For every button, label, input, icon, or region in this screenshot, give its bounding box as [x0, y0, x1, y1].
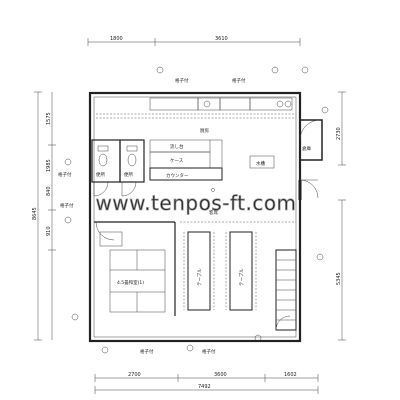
- dim-top-left: 1800: [110, 36, 123, 42]
- axis-markers-right: [316, 106, 329, 261]
- dim-right-segment: 2730: [336, 127, 342, 140]
- kitchen-equipment: [96, 97, 296, 119]
- dim-top-right: 3610: [215, 36, 228, 42]
- dim-bottom-mid: 3600: [214, 372, 227, 378]
- tatami-room-label: 4.5畳和室(1): [117, 279, 144, 286]
- toilet-block: 便所 便所: [91, 139, 145, 197]
- lattice-bottom-2: 格子付: [202, 348, 216, 355]
- axis-markers-top: [156, 66, 309, 74]
- counter-area: 流し台 ケース カウンター: [149, 139, 223, 181]
- outer-walls: [88, 91, 323, 343]
- right-dimensions: 2730 5345: [336, 91, 346, 341]
- dining-area: 客席 テーブル テーブル: [94, 188, 296, 316]
- toilet-2-label: 便所: [124, 171, 133, 178]
- tatami-room: 4.5畳和室(1): [95, 221, 166, 313]
- left-dimensions: 8645 1575 1985 840 910: [32, 91, 56, 341]
- lattice-top-2: 格子付: [232, 77, 246, 84]
- dim-left-mark-c: 910: [46, 226, 52, 236]
- water-tank-label: 水槽: [256, 160, 265, 167]
- dim-bottom-total: 7492: [198, 384, 211, 390]
- floor-area-label: 客席: [209, 209, 218, 216]
- lattice-top-1: 格子付: [175, 77, 189, 84]
- axis-markers-left: [64, 158, 79, 321]
- entrance-door: [298, 179, 319, 200]
- bottom-dimensions: 2700 3600 1602 7492: [94, 372, 319, 394]
- top-dimensions: 1800 3610: [87, 36, 301, 46]
- counter-label: カウンター: [166, 172, 189, 179]
- lattice-left-2: 格子付: [60, 202, 74, 209]
- table-2-label: テーブル: [238, 268, 245, 286]
- kitchen-label: 厨房: [200, 127, 209, 134]
- dim-left-mark-a: 1985: [46, 159, 52, 172]
- lattice-left-1: 格子付: [58, 171, 72, 178]
- lattice-bottom-1: 格子付: [140, 348, 154, 355]
- case-label: ケース: [170, 157, 184, 164]
- dim-left-total: 8645: [32, 207, 38, 220]
- table-1-label: テーブル: [196, 268, 203, 286]
- dim-bottom-left: 2700: [128, 372, 141, 378]
- lattice-labels: 格子付 格子付 格子付 格子付 格子付 格子付: [58, 77, 246, 355]
- dim-right-total: 5345: [336, 272, 342, 285]
- dim-left-mark-b: 840: [46, 186, 52, 196]
- watermark-text: www.tenpos-ft.com: [95, 191, 296, 215]
- sink-label: 流し台: [170, 143, 184, 150]
- toilet-1-label: 便所: [96, 171, 105, 178]
- stairs: [275, 249, 297, 331]
- dim-left-segment: 1575: [46, 112, 52, 125]
- dim-bottom-right: 1602: [284, 372, 297, 378]
- storage-label: 倉庫: [302, 145, 311, 152]
- axis-markers-bottom: [101, 334, 262, 354]
- water-tank: 水槽: [249, 155, 275, 169]
